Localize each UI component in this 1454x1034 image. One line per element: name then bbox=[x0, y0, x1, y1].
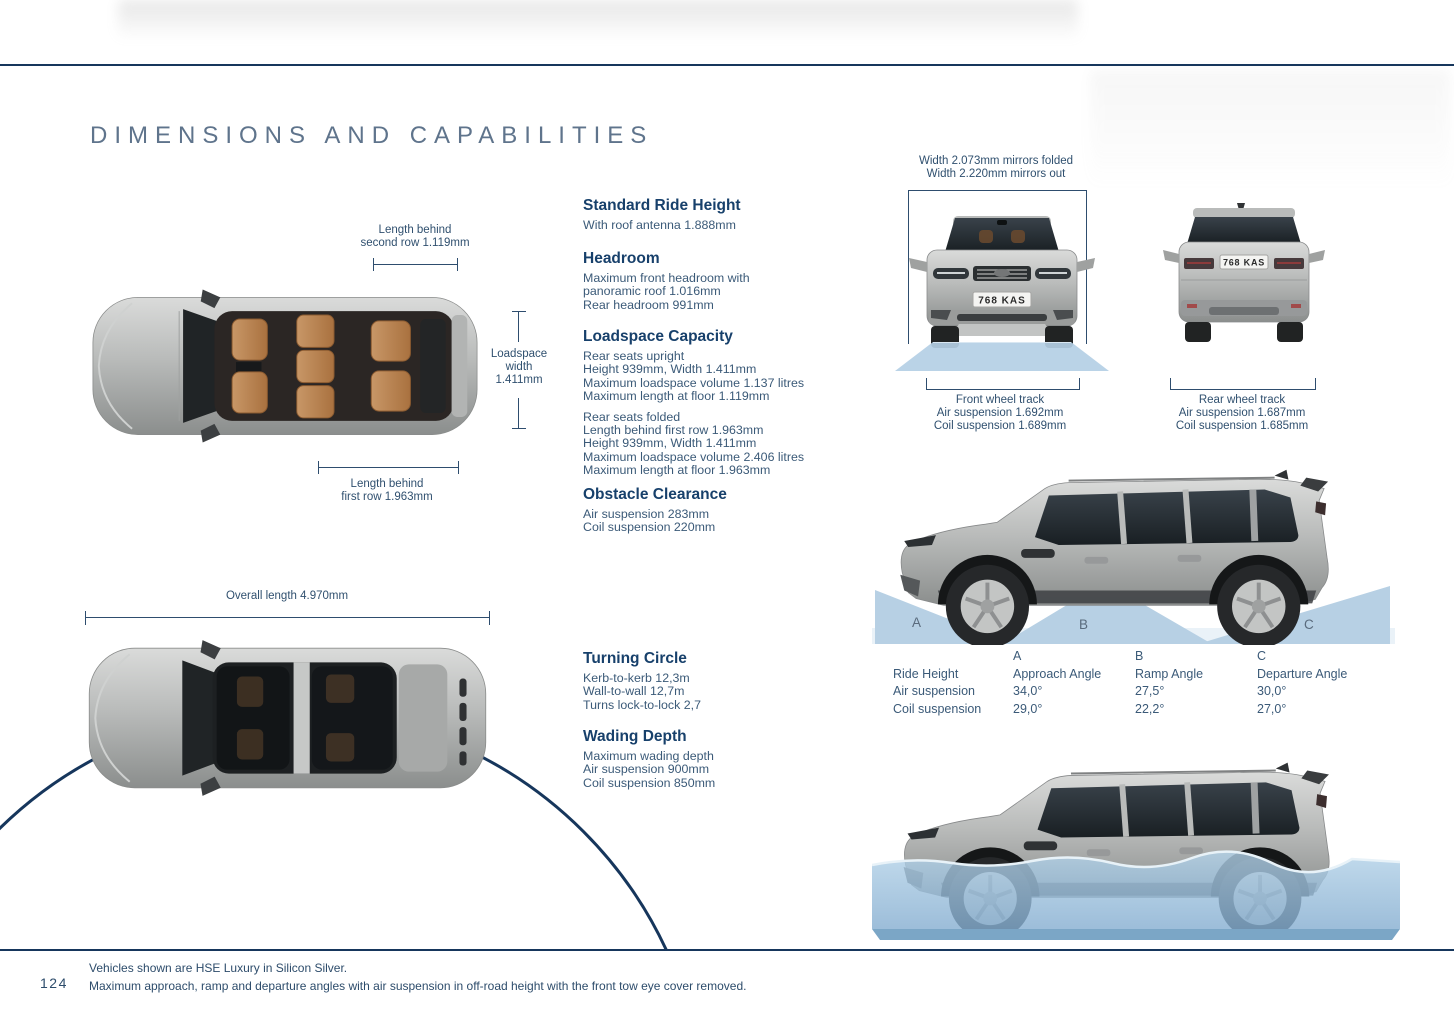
spec-paragraph: Maximum wading depth Air suspension 900m… bbox=[583, 749, 716, 790]
table-cell: Ramp Angle bbox=[1135, 666, 1204, 681]
annotation-front-wheel-track: Front wheel track Air suspension 1.692mm… bbox=[933, 394, 1067, 432]
spec-title: Wading Depth bbox=[583, 728, 687, 745]
rear-view-car-image: 768 KAS bbox=[1163, 203, 1325, 342]
spec-title: Headroom bbox=[583, 250, 660, 267]
front-view-car-image: 768 KAS bbox=[909, 216, 1095, 348]
spec-turning-circle: Turning Circle Kerb-to-kerb 12,3m Wall-t… bbox=[583, 650, 853, 712]
spec-title: Turning Circle bbox=[583, 650, 687, 667]
table-cell: 27,5° bbox=[1135, 684, 1165, 699]
dimline-loadspace-width-bottom bbox=[512, 398, 526, 429]
table-cell: 34,0° bbox=[1013, 684, 1043, 699]
angles-table: A B C Ride Height Approach Angle Ramp An… bbox=[893, 648, 1389, 718]
rear-license-plate: 768 KAS bbox=[1223, 258, 1265, 268]
annotation-length-behind-second-row: Length behind second row 1.119mm bbox=[360, 224, 470, 249]
spec-wading-depth: Wading Depth Maximum wading depth Air su… bbox=[583, 728, 853, 790]
footnote-angles: Maximum approach, ramp and departure ang… bbox=[89, 979, 747, 993]
annotation-overall-length: Overall length 4.970mm bbox=[225, 590, 349, 602]
front-ramp-graphic bbox=[895, 342, 1109, 371]
table-cell: Departure Angle bbox=[1257, 666, 1348, 681]
annotation-length-behind-first-row: Length behind first row 1.963mm bbox=[341, 478, 433, 503]
top-rule bbox=[0, 64, 1454, 66]
table-row-label: Air suspension bbox=[893, 684, 975, 699]
page-showthrough-smudge-2 bbox=[1090, 70, 1450, 190]
spec-title: Loadspace Capacity bbox=[583, 328, 733, 345]
table-cell: 30,0° bbox=[1257, 684, 1287, 699]
spec-title: Standard Ride Height bbox=[583, 197, 741, 214]
spec-obstacle-clearance: Obstacle Clearance Air suspension 283mm … bbox=[583, 486, 853, 535]
dimline-front-wheel-track bbox=[926, 378, 1080, 390]
page-title: DIMENSIONS AND CAPABILITIES bbox=[90, 122, 654, 149]
spec-paragraph: Rear seats folded Length behind first ro… bbox=[583, 409, 805, 478]
table-cell: 29,0° bbox=[1013, 701, 1043, 716]
spec-title: Obstacle Clearance bbox=[583, 486, 727, 503]
wading-water-graphic bbox=[872, 850, 1400, 940]
spec-paragraph: Air suspension 283mm Coil suspension 220… bbox=[583, 507, 716, 535]
spec-paragraph: Rear seats upright Height 939mm, Width 1… bbox=[583, 349, 805, 404]
table-cell: 22,2° bbox=[1135, 701, 1165, 716]
page-showthrough-smudge bbox=[118, 0, 1078, 40]
table-letter-c: C bbox=[1257, 649, 1267, 663]
dimline-overall-length bbox=[85, 611, 490, 625]
spec-headroom: Headroom Maximum front headroom with pan… bbox=[583, 250, 853, 312]
ground-label-a: A bbox=[912, 615, 922, 630]
bottom-rule bbox=[0, 949, 1454, 951]
table-row-label: Ride Height bbox=[893, 666, 959, 681]
annotation-rear-wheel-track: Rear wheel track Air suspension 1.687mm … bbox=[1175, 394, 1309, 432]
table-cell: Approach Angle bbox=[1013, 666, 1102, 681]
spec-paragraph: Kerb-to-kerb 12,3m Wall-to-wall 12,7m Tu… bbox=[583, 671, 701, 712]
spec-paragraph: Maximum front headroom with panoramic ro… bbox=[583, 271, 750, 312]
page-number: 124 bbox=[40, 975, 68, 991]
dimline-loadspace-width-top bbox=[512, 311, 526, 342]
spec-paragraph: With roof antenna 1.888mm bbox=[583, 218, 736, 232]
front-license-plate: 768 KAS bbox=[978, 296, 1026, 307]
table-letter-a: A bbox=[1013, 649, 1022, 663]
spec-loadspace-capacity: Loadspace Capacity Rear seats upright He… bbox=[583, 328, 853, 478]
top-view-interior-car-image bbox=[92, 289, 478, 443]
annotation-loadspace-width: Loadspace width 1.411mm bbox=[490, 348, 548, 386]
dimline-length-behind-second-row bbox=[373, 258, 458, 271]
table-row-label: Coil suspension bbox=[893, 701, 982, 716]
table-letter-b: B bbox=[1135, 649, 1144, 663]
annotation-width-mirrors: Width 2.073mm mirrors folded Width 2.220… bbox=[918, 155, 1074, 180]
dimline-length-behind-first-row bbox=[318, 461, 459, 474]
footnote-vehicles: Vehicles shown are HSE Luxury in Silicon… bbox=[89, 961, 348, 975]
dimline-rear-wheel-track bbox=[1170, 378, 1316, 390]
table-cell: 27,0° bbox=[1257, 701, 1287, 716]
side-view-car-image bbox=[874, 442, 1390, 645]
top-view-roof-car-image bbox=[88, 640, 487, 796]
ground-label-c: C bbox=[1304, 617, 1314, 632]
table-cell-empty bbox=[893, 648, 1013, 666]
spec-standard-ride-height: Standard Ride Height With roof antenna 1… bbox=[583, 197, 853, 232]
ground-label-b: B bbox=[1079, 617, 1089, 632]
